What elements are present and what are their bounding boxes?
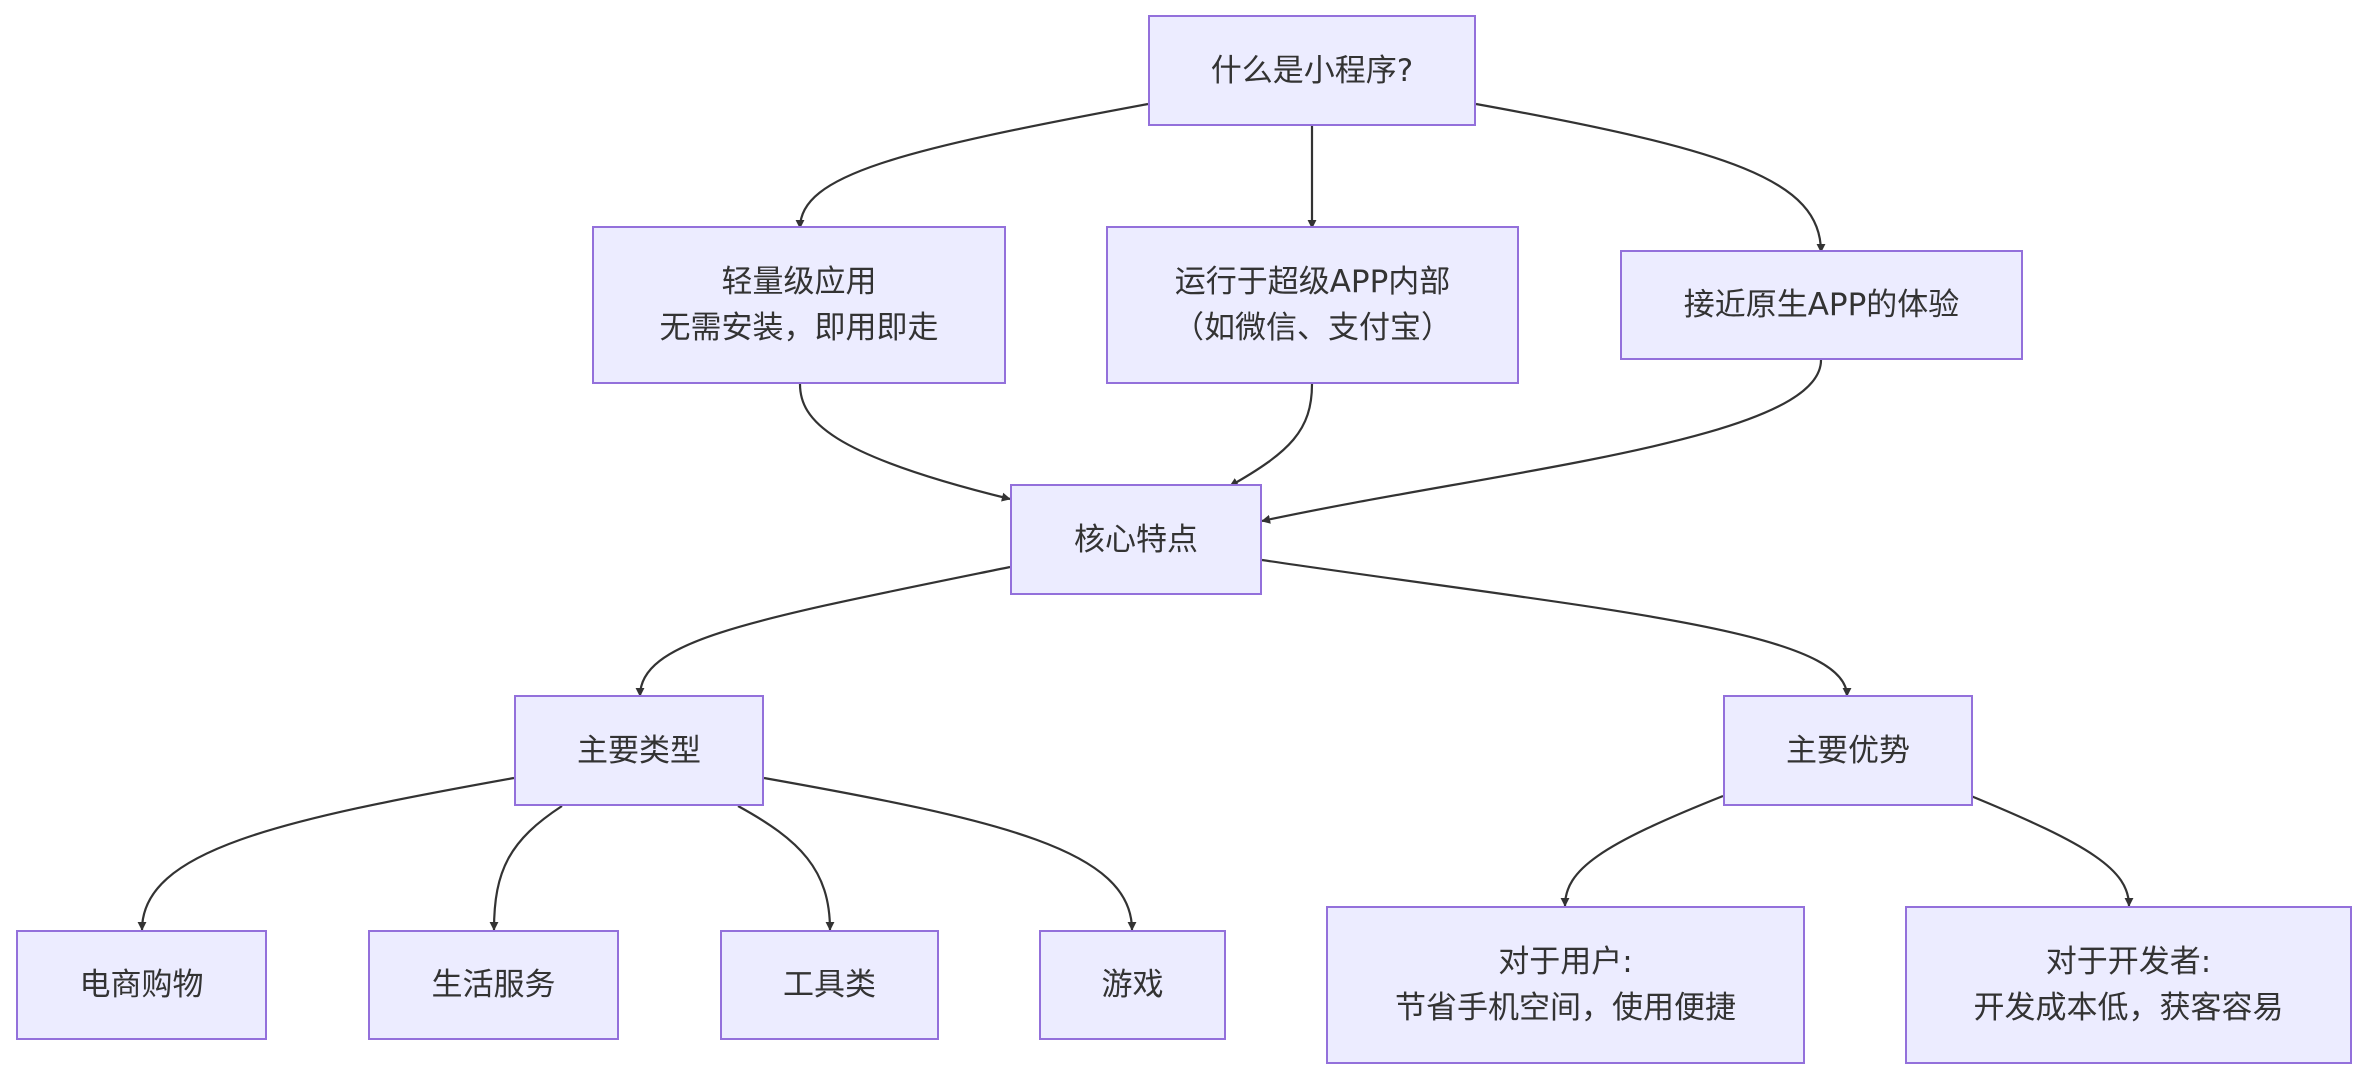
edge-main-types-to-ecommerce (137, 776, 515, 931)
node-ecommerce-line-1: 电商购物 (79, 967, 204, 1003)
node-games-line-1: 游戏 (1101, 967, 1164, 1003)
edge-native-experience-to-core (1261, 359, 1823, 524)
edge-root-to-native-experience (1475, 102, 1826, 253)
edge-main-advantages-to-users (1560, 794, 1724, 907)
node-for-users-line-2: 节省手机空间，使用便捷 (1395, 990, 1736, 1026)
node-lightweight-line-2: 无需安装，即用即走 (659, 310, 939, 346)
node-core-features-line-1: 核心特点 (1074, 521, 1198, 558)
node-for-developers-line-2: 开发成本低，获客容易 (1973, 990, 2284, 1026)
node-root-line-1: 什么是小程序? (1210, 52, 1414, 89)
node-ecommerce: 电商购物 (16, 930, 267, 1040)
node-native-experience: 接近原生APP的体验 (1620, 250, 2023, 360)
edge-core-to-main-advantages (1261, 558, 1852, 697)
edge-super-app-to-core (1229, 383, 1314, 487)
node-tools: 工具类 (720, 930, 939, 1040)
node-main-advantages-line-1: 主要优势 (1786, 732, 1910, 769)
node-main-advantages: 主要优势 (1723, 695, 1973, 806)
edge-main-types-to-tools (737, 805, 835, 931)
node-for-users: 对于用户: 节省手机空间，使用便捷 (1326, 906, 1805, 1064)
node-for-users-line-1: 对于用户: (1498, 944, 1633, 980)
edge-main-advantages-to-developers (1970, 794, 2134, 907)
node-native-experience-line-1: 接近原生APP的体验 (1683, 287, 1960, 323)
node-root: 什么是小程序? (1148, 15, 1476, 126)
node-lightweight-line-1: 轻量级应用 (721, 264, 877, 300)
node-runs-in-super-app: 运行于超级APP内部 （如微信、支付宝） (1106, 226, 1519, 384)
edge-main-types-to-games (763, 776, 1137, 931)
edge-core-to-main-types (635, 565, 1011, 697)
node-for-developers: 对于开发者: 开发成本低，获客容易 (1905, 906, 2352, 1064)
node-runs-in-super-app-line-2: （如微信、支付宝） (1173, 310, 1452, 346)
node-lightweight: 轻量级应用 无需安装，即用即走 (592, 226, 1006, 384)
node-games: 游戏 (1039, 930, 1226, 1040)
node-main-types: 主要类型 (514, 695, 764, 806)
edge-lightweight-to-core (798, 383, 1011, 502)
node-core-features: 核心特点 (1010, 484, 1262, 595)
node-life-services-line-1: 生活服务 (431, 967, 556, 1003)
node-tools-line-1: 工具类 (783, 967, 876, 1003)
node-main-types-line-1: 主要类型 (577, 732, 701, 769)
node-for-developers-line-1: 对于开发者: (2045, 944, 2212, 980)
edge-root-to-lightweight (795, 102, 1149, 229)
node-runs-in-super-app-line-1: 运行于超级APP内部 (1174, 264, 1451, 300)
node-life-services: 生活服务 (368, 930, 619, 1040)
edge-main-types-to-life-services (489, 805, 563, 931)
